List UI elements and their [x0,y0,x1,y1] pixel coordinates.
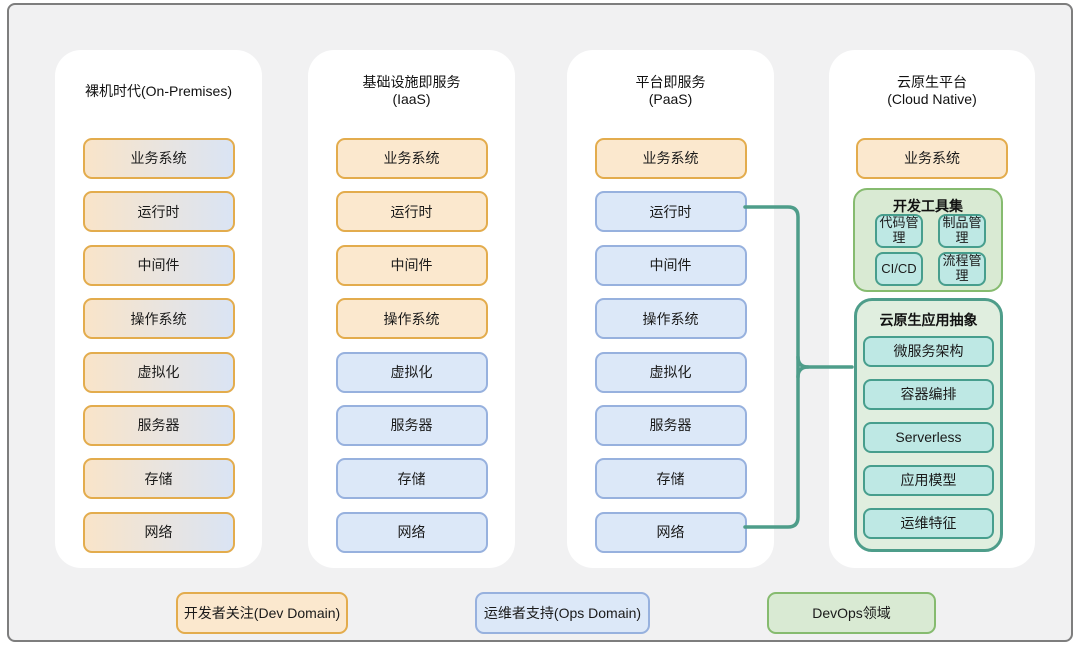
column-paas-title: 平台即服务 (PaaS) [567,72,774,110]
layer-box: 操作系统 [594,298,747,340]
abstraction-box: Serverless [863,422,994,453]
layer-box: 存储 [335,458,488,500]
abstraction-box: 容器编排 [863,379,994,410]
layer-box: 服务器 [335,404,488,446]
layer-box: 运行时 [594,191,747,233]
layer-box: 存储 [594,458,747,500]
column-title-line2: (Cloud Native) [887,91,977,107]
column-title-line2: (PaaS) [648,91,693,107]
abstraction-box: 应用模型 [863,465,994,496]
legend-devops-domain: DevOps领域 [767,592,936,634]
layer-box: 操作系统 [335,298,488,340]
layer-box: 网络 [82,511,235,553]
layer-box: 虚拟化 [335,351,488,393]
dev-toolkit-group: 开发工具集 代码管理 制品管理 CI/CD 流程管理 [853,188,1003,292]
layer-box: 业务系统 [82,138,235,179]
layer-box: 业务系统 [856,138,1008,179]
column-on-premises: 裸机时代(On-Premises) 业务系统 运行时 中间件 操作系统 虚拟化 … [55,50,262,568]
layer-box: 服务器 [594,404,747,446]
layer-box: 存储 [82,458,235,500]
on-premises-layer-stack: 业务系统 运行时 中间件 操作系统 虚拟化 服务器 存储 网络 [82,138,235,553]
layer-box: 中间件 [594,244,747,286]
abstraction-title: 云原生应用抽象 [879,312,978,328]
abstraction-box: 微服务架构 [863,336,994,367]
column-title-line1: 裸机时代(On-Premises) [84,82,232,99]
layer-box: 虚拟化 [82,351,235,393]
column-iaas: 基础设施即服务 (IaaS) 业务系统 运行时 中间件 操作系统 虚拟化 服务器… [308,50,515,568]
iaas-layer-stack: 业务系统 运行时 中间件 操作系统 虚拟化 服务器 存储 网络 [335,138,488,553]
dev-toolkit-title: 开发工具集 [893,198,963,214]
toolkit-box: 代码管理 [875,214,923,248]
abstraction-stack: 微服务架构 容器编排 Serverless 应用模型 运维特征 [857,336,1000,539]
layer-box: 运行时 [335,191,488,233]
layer-box: 虚拟化 [594,351,747,393]
column-paas: 平台即服务 (PaaS) 业务系统 运行时 中间件 操作系统 虚拟化 服务器 存… [567,50,774,568]
cloud-native-abstraction-group: 云原生应用抽象 微服务架构 容器编排 Serverless 应用模型 运维特征 [854,298,1003,552]
layer-box: 业务系统 [594,138,747,179]
layer-box: 中间件 [335,244,488,286]
toolkit-box: 流程管理 [938,252,986,286]
abstraction-box: 运维特征 [863,508,994,539]
column-title-line1: 基础设施即服务 [362,74,461,90]
layer-box: 网络 [335,511,488,553]
layer-box: 服务器 [82,404,235,446]
layer-box: 中间件 [82,244,235,286]
legend-dev-domain: 开发者关注(Dev Domain) [176,592,348,634]
column-cloud-native: 云原生平台 (Cloud Native) 业务系统 开发工具集 代码管理 制品管… [829,50,1035,568]
legend-ops-domain: 运维者支持(Ops Domain) [475,592,650,634]
layer-box: 业务系统 [335,138,488,179]
toolkit-box: CI/CD [875,252,923,286]
column-title-line2: (IaaS) [392,91,431,107]
column-on-premises-title: 裸机时代(On-Premises) [55,72,262,110]
toolkit-box: 制品管理 [938,214,986,248]
column-title-line1: 平台即服务 [635,74,706,90]
paas-layer-stack: 业务系统 运行时 中间件 操作系统 虚拟化 服务器 存储 网络 [594,138,747,553]
layer-box: 网络 [594,511,747,553]
layer-box: 操作系统 [82,298,235,340]
column-iaas-title: 基础设施即服务 (IaaS) [308,72,515,110]
layer-box: 运行时 [82,191,235,233]
column-title-line1: 云原生平台 [897,74,967,90]
diagram-frame: 裸机时代(On-Premises) 业务系统 运行时 中间件 操作系统 虚拟化 … [7,3,1073,642]
column-cloud-native-title: 云原生平台 (Cloud Native) [829,72,1035,110]
